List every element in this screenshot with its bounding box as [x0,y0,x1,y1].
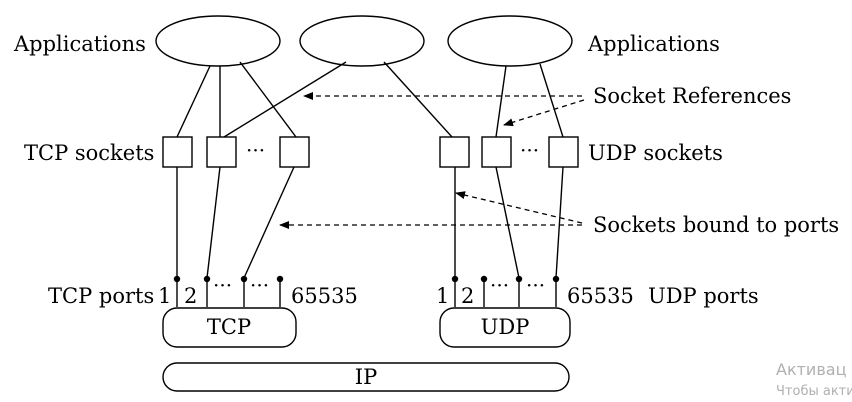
tcp-ports-label: TCP ports [48,284,154,308]
udp-ports-ellipsis-2: ··· [526,273,545,297]
udp-socket-box-1 [439,136,470,168]
tcp-socket-ellipsis: ··· [246,138,265,162]
applications-left-label: Applications [13,32,146,56]
udp-ports-label: UDP ports [648,284,759,308]
application-socket-links [176,61,564,138]
tcp-socket-box-1 [162,136,193,168]
sockets-bound-label: Sockets bound to ports [593,213,839,237]
tcp-port-1-label: 1 [158,284,171,308]
dashed-arrows [279,92,585,229]
ip-layer-box [162,362,570,392]
tcp-ports-ellipsis-2: ··· [250,273,269,297]
application-ellipse-1 [155,15,281,67]
activation-watermark-text: Чтобы акти [776,384,852,399]
applications-right-label: Applications [587,32,720,56]
udp-socket-box-3 [548,136,579,168]
tcp-socket-box-2 [206,136,237,168]
tcp-port-2-label: 2 [184,284,197,308]
udp-ports-ellipsis-1: ··· [490,273,509,297]
tcp-port-ticks [173,275,284,307]
udp-port-1-label: 1 [436,284,449,308]
tcp-port-65535-label: 65535 [291,284,358,308]
ip-layer-label: IP [355,365,377,389]
tcp-sockets-label: TCP sockets [24,141,154,165]
activation-watermark-title: Активац [776,360,847,379]
udp-port-2-label: 2 [461,284,474,308]
udp-layer-label: UDP [481,315,530,339]
tcp-layer-label: TCP [207,315,251,339]
udp-socket-ellipsis: ··· [520,138,539,162]
tcp-ports-ellipsis-1: ··· [213,273,232,297]
tcp-layer-box [162,307,297,348]
application-ellipse-2 [299,15,425,67]
udp-socket-box-2 [481,136,512,168]
udp-layer-box [439,307,571,348]
application-ellipse-3 [447,15,573,67]
socket-references-label: Socket References [593,84,791,108]
tcp-socket-box-3 [279,136,310,168]
socket-port-links [176,166,564,279]
udp-port-65535-label: 65535 [567,284,634,308]
udp-sockets-label: UDP sockets [588,141,723,165]
udp-port-ticks [451,275,560,307]
